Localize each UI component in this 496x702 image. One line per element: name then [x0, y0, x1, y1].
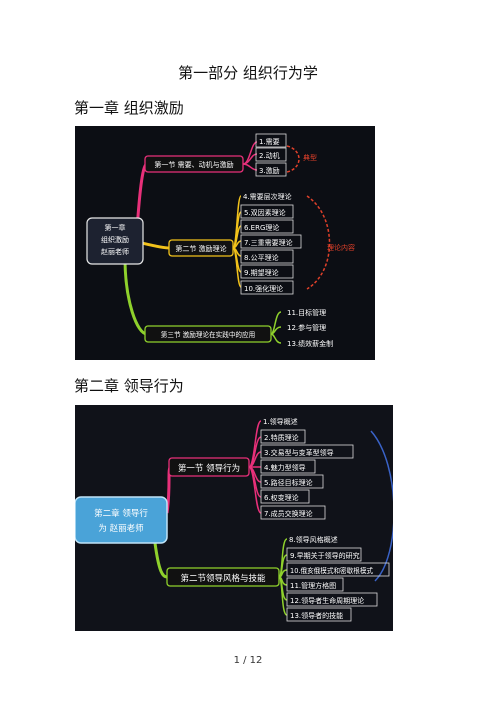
- ch2-item: 9.早期关于领导的研究: [290, 551, 360, 560]
- ch2-section-1: 第一节 领导行为: [178, 463, 240, 474]
- ch2-item: 11.管理方格图: [290, 581, 336, 590]
- part-title: 第一部分 组织行为学: [178, 64, 318, 82]
- ch1-item: 2.动机: [259, 151, 280, 160]
- root-line-2: 组织激励: [101, 235, 129, 244]
- ch2-item: 13.领导者的技能: [290, 611, 343, 620]
- root-line-3: 赵丽老师: [101, 247, 129, 256]
- ch1-section-3: 第三节 激励理论在实践中的应用: [161, 330, 255, 339]
- bracket-sec1: [286, 145, 300, 173]
- ch2-section-2: 第二节领导风格与技能: [180, 573, 266, 584]
- ch2-item: 4.魅力型领导: [264, 463, 306, 472]
- ch1-item: 5.双因素理论: [244, 208, 286, 217]
- ch1-note-1: 典型: [303, 153, 317, 162]
- ch1-item: 11.目标管理: [287, 308, 326, 317]
- branch-sec3: [123, 257, 148, 336]
- ch2-item: 8.领导风格概述: [289, 535, 338, 544]
- chapter-1-mindmap: 第一章 组织激励 赵丽老师 第一节 需要、动机与激励 第二节 激励理论 第三节 …: [75, 126, 375, 360]
- ch2-item: 3.交易型与变革型领导: [264, 448, 334, 457]
- branch-sec2: [153, 542, 168, 579]
- ch1-item: 10.强化理论: [244, 284, 283, 293]
- ch2-item: 1.领导概述: [263, 417, 298, 426]
- ch1-item: 13.绩效薪金制: [287, 339, 333, 348]
- root-line-1: 第二章 领导行: [94, 508, 148, 519]
- ch1-item: 12.参与管理: [287, 323, 326, 332]
- ch1-note-2: 理论内容: [327, 243, 355, 252]
- ch1-section-1: 第一节 需要、动机与激励: [154, 160, 233, 169]
- ch1-item: 3.激励: [259, 166, 280, 175]
- ch1-section-2: 第二节 激励理论: [175, 244, 226, 253]
- ch1-item: 1.需要: [259, 138, 280, 146]
- ch2-item: 6.权变理论: [264, 493, 299, 502]
- ch2-item: 2.特质理论: [264, 433, 299, 442]
- chapter-2-title: 第二章 领导行为: [74, 377, 184, 395]
- ch2-item: 10.俄亥俄模式和密歇根模式: [290, 566, 373, 575]
- root-line-1: 第一章: [105, 223, 126, 232]
- root-line-2: 为 赵丽老师: [98, 523, 144, 534]
- page-number: 1 / 12: [233, 655, 263, 666]
- ch1-item: 7.三重需要理论: [244, 238, 293, 247]
- ch2-item: 5.路径目标理论: [264, 478, 313, 487]
- ch2-item: 12.领导者生命周期理论: [290, 596, 364, 605]
- chapter-2-mindmap: 第二章 领导行 为 赵丽老师 第一节 领导行为 第二节领导风格与技能 1.领导概…: [75, 405, 393, 631]
- ch2-item: 7.成员交换理论: [264, 509, 313, 518]
- ch1-item: 6.ERG理论: [244, 223, 279, 232]
- chapter-1-title: 第一章 组织激励: [74, 99, 184, 117]
- ch1-item: 9.期望理论: [244, 268, 279, 277]
- ch1-item: 4.需要层次理论: [243, 192, 292, 201]
- bracket-sec2: [306, 195, 331, 290]
- ch1-item: 8.公平理论: [244, 253, 279, 262]
